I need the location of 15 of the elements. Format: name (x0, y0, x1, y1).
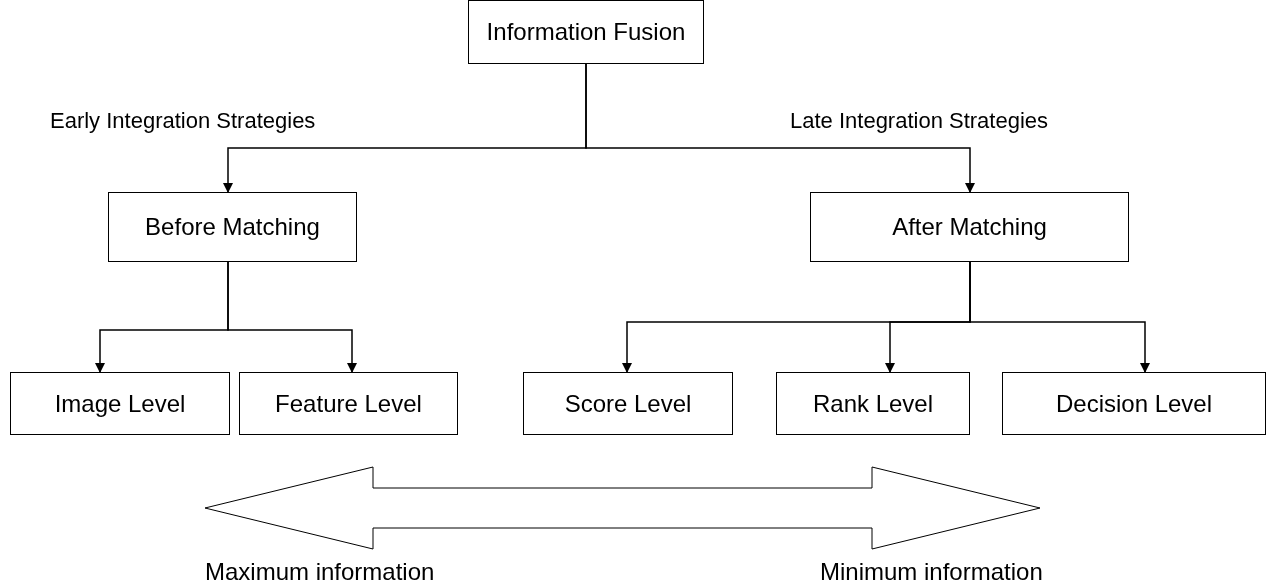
text-label: Late Integration Strategies (790, 107, 1049, 135)
arrow (585, 63, 975, 193)
process-box: Score Level (523, 372, 733, 435)
text-label: Early Integration Strategies (50, 107, 316, 135)
text-label: Maximum information (205, 557, 435, 583)
process-box: Decision Level (1002, 372, 1266, 435)
text-label: Minimum information (820, 557, 1043, 583)
arrow (227, 261, 357, 373)
arrow (969, 261, 1150, 373)
process-box: Rank Level (776, 372, 970, 435)
process-box: Before Matching (108, 192, 357, 262)
process-box: Image Level (10, 372, 230, 435)
process-box: After Matching (810, 192, 1129, 262)
process-box: Feature Level (239, 372, 458, 435)
process-box: Information Fusion (468, 0, 704, 64)
